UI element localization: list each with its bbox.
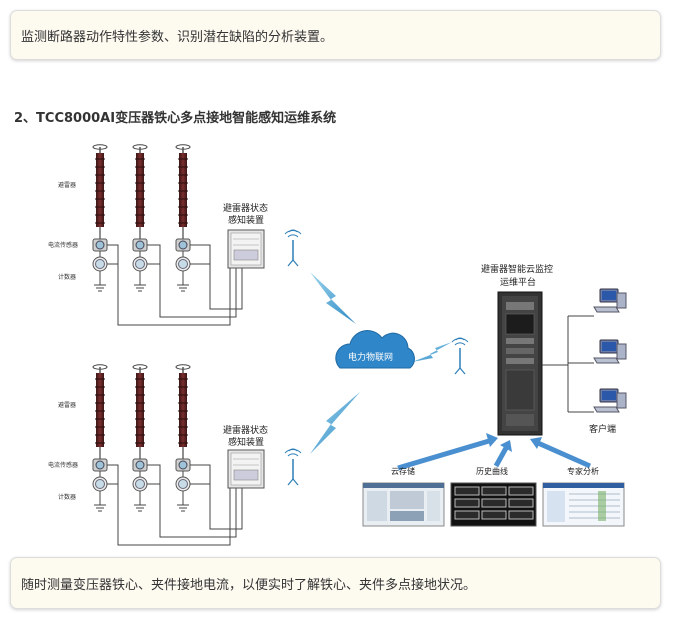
server-cabinet-icon bbox=[497, 291, 543, 436]
client-pc-2-icon bbox=[593, 339, 627, 364]
cloud-storage-label: 云存储 bbox=[391, 466, 415, 476]
label-arrester-upper: 避雷器 bbox=[58, 181, 76, 189]
expert-analysis-label: 专家分析 bbox=[567, 466, 599, 476]
device-lower-label-2: 感知装置 bbox=[228, 436, 264, 448]
arrester-upper-3 bbox=[175, 144, 191, 292]
cloud-label: 电力物联网 bbox=[348, 351, 393, 363]
bottom-note: 随时测量变压器铁心、夹件接地电流，以便实时了解铁心、夹件多点接地状况。 bbox=[10, 557, 661, 609]
antenna-lower-icon bbox=[284, 448, 302, 486]
label-arrester-lower: 避雷器 bbox=[58, 401, 76, 409]
antenna-upper-icon bbox=[284, 229, 302, 267]
device-upper-label-2: 感知装置 bbox=[228, 214, 264, 226]
label-current-sensor-lower: 电流传感器 bbox=[48, 461, 78, 469]
expert-analysis-panel bbox=[542, 482, 625, 527]
platform-label-2: 运维平台 bbox=[500, 276, 536, 288]
wiring-upper bbox=[107, 244, 243, 326]
history-curve-panel bbox=[450, 482, 537, 527]
sensing-device-lower bbox=[227, 449, 265, 489]
section-title: 2、TCC8000AI变压器铁心多点接地智能感知运维系统 bbox=[14, 111, 337, 126]
top-note-text: 监测断路器动作特性参数、识别潜在缺陷的分析装置。 bbox=[21, 29, 334, 45]
wireless-link-platform-icon bbox=[412, 342, 452, 362]
wireless-link-lower-icon bbox=[310, 392, 360, 454]
client-pc-3-icon bbox=[593, 388, 627, 413]
client-pc-1-icon bbox=[593, 288, 627, 313]
label-counter-lower: 计数器 bbox=[58, 493, 76, 501]
label-current-sensor-upper: 电流传感器 bbox=[48, 241, 78, 249]
sensing-device-upper bbox=[227, 229, 265, 269]
label-counter-upper: 计数器 bbox=[58, 273, 76, 281]
top-note: 监测断路器动作特性参数、识别潜在缺陷的分析装置。 bbox=[10, 10, 661, 60]
device-upper-label-1: 避雷器状态 bbox=[223, 202, 268, 214]
wireless-link-upper-icon bbox=[310, 272, 356, 324]
arrester-upper-1 bbox=[92, 144, 108, 292]
wiring-lower bbox=[107, 464, 243, 546]
cloud-icon bbox=[335, 330, 415, 369]
arrester-lower-2 bbox=[132, 364, 148, 512]
cloud-storage-panel bbox=[362, 482, 445, 527]
arrester-upper-2 bbox=[132, 144, 148, 292]
client-wiring bbox=[542, 315, 594, 413]
client-label: 客户端 bbox=[589, 423, 616, 435]
bottom-note-text: 随时测量变压器铁心、夹件接地电流，以便实时了解铁心、夹件多点接地状况。 bbox=[21, 577, 477, 593]
arrester-lower-1 bbox=[92, 364, 108, 512]
arrester-lower-3 bbox=[175, 364, 191, 512]
history-curve-label: 历史曲线 bbox=[476, 466, 508, 476]
data-arrows bbox=[397, 433, 592, 471]
antenna-platform-icon bbox=[451, 337, 469, 375]
device-lower-label-1: 避雷器状态 bbox=[223, 424, 268, 436]
platform-label-1: 避雷器智能云监控 bbox=[481, 263, 553, 275]
